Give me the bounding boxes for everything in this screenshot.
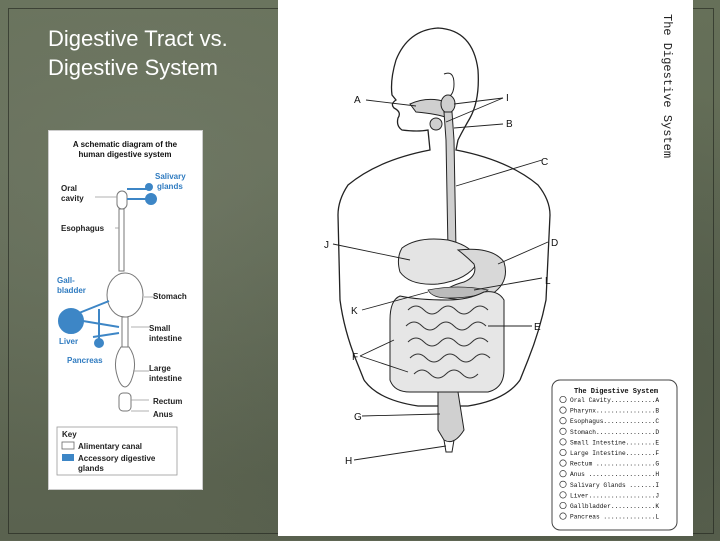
legend-item: Pharynx................B <box>570 408 659 415</box>
schematic-key: Key Alimentary canal Accessory digestive… <box>56 426 178 476</box>
schematic-leader-lines <box>95 196 155 412</box>
legend-checkbox <box>559 501 567 510</box>
key-alimentary: Alimentary canal <box>78 442 142 451</box>
key-swatch-alimentary <box>61 441 75 450</box>
schematic-title-line2: human digestive system <box>79 150 172 159</box>
rectum-shape <box>437 391 465 443</box>
label-stomach: Stomach <box>153 292 187 301</box>
letter-E: E <box>534 322 541 333</box>
letter-L: L <box>545 276 551 287</box>
legend-checkbox <box>559 448 567 457</box>
legend-item: Anus ..................H <box>570 471 659 478</box>
letter-D: D <box>551 238 558 249</box>
legend-item: Liver..................J <box>570 492 659 499</box>
ear-shape <box>443 72 455 99</box>
legend-item: Large Intestine........F <box>570 450 659 457</box>
label-salivary-1: Salivary <box>155 172 186 181</box>
legend-item: Oral Cavity............A <box>570 397 659 404</box>
letter-J: J <box>324 240 329 251</box>
label-gallbladder-1: Gall- <box>57 276 75 285</box>
key-title: Key <box>62 430 77 439</box>
legend-checkbox <box>559 480 567 488</box>
label-salivary-2: glands <box>157 182 183 191</box>
legend-rows: Oral Cavity............A Pharynx.........… <box>559 395 659 521</box>
letter-G: G <box>354 412 362 423</box>
letter-A: A <box>354 95 361 106</box>
label-pancreas: Pancreas <box>67 356 103 365</box>
anatomy-diagram: A I B C J D L K E F G H The Digestive Sy… <box>278 0 693 536</box>
schematic-diagram: A schematic diagram of the human digesti… <box>48 130 203 490</box>
schematic-svg: A schematic diagram of the human digesti… <box>56 140 187 476</box>
alimentary-canal-shape <box>106 190 144 412</box>
label-rectum: Rectum <box>153 397 182 406</box>
slide-title: Digestive Tract vs. Digestive System <box>48 26 228 80</box>
liver-shape <box>397 238 479 285</box>
letter-H: H <box>345 456 352 467</box>
legend-checkbox <box>559 438 567 446</box>
anatomy-legend: The Digestive System Oral Cavity........… <box>551 379 678 531</box>
letter-B: B <box>506 119 513 130</box>
anatomy-svg: A I B C J D L K E F G H The Digestive Sy… <box>324 14 678 531</box>
label-small-intestine-1: Small <box>149 324 170 333</box>
legend-checkbox <box>559 491 567 499</box>
label-oral-cavity-1: Oral <box>61 184 77 193</box>
key-accessory-2: glands <box>78 464 104 473</box>
legend-item: Rectum ................G <box>570 461 659 468</box>
legend-item: Pancreas ..............L <box>570 514 659 521</box>
label-anus: Anus <box>153 410 174 419</box>
legend-item: Stomach................D <box>570 429 659 436</box>
legend-checkbox <box>559 427 567 435</box>
label-oral-cavity-2: cavity <box>61 194 84 203</box>
salivary-glands-shape <box>127 183 157 205</box>
label-large-intestine-2: intestine <box>149 374 182 383</box>
anatomy-letter-labels: A I B C J D L K E F G H <box>324 93 558 467</box>
letter-I: I <box>506 93 509 104</box>
legend-item: Gallbladder............K <box>570 503 659 510</box>
legend-title: The Digestive System <box>574 388 658 396</box>
label-liver: Liver <box>59 337 78 346</box>
label-esophagus: Esophagus <box>61 224 105 233</box>
legend-checkbox <box>559 470 567 478</box>
legend-item: Small Intestine........E <box>570 439 659 446</box>
key-swatch-accessory <box>62 454 74 461</box>
legend-checkbox <box>559 459 567 467</box>
intestine-coils <box>405 305 491 379</box>
legend-checkbox <box>559 406 567 414</box>
letter-C: C <box>541 157 548 168</box>
label-gallbladder-2: bladder <box>57 286 86 295</box>
intestines-shape <box>389 291 505 393</box>
legend-checkbox <box>559 417 567 425</box>
key-accessory-1: Accessory digestive <box>78 454 156 463</box>
legend-checkbox <box>559 395 567 404</box>
accessory-glands-shape <box>58 300 120 348</box>
vertical-title: The Digestive System <box>660 14 674 158</box>
schematic-title-line1: A schematic diagram of the <box>73 140 178 149</box>
label-large-intestine-1: Large <box>149 364 171 373</box>
legend-item: Esophagus..............C <box>570 418 659 425</box>
letter-K: K <box>351 306 358 317</box>
legend-checkbox <box>559 512 567 520</box>
label-small-intestine-2: intestine <box>149 334 182 343</box>
legend-item: Salivary Glands .......I <box>570 482 659 489</box>
letter-F: F <box>352 352 358 363</box>
anatomy-leader-lines <box>332 97 549 461</box>
upper-tract-shape <box>409 94 457 251</box>
